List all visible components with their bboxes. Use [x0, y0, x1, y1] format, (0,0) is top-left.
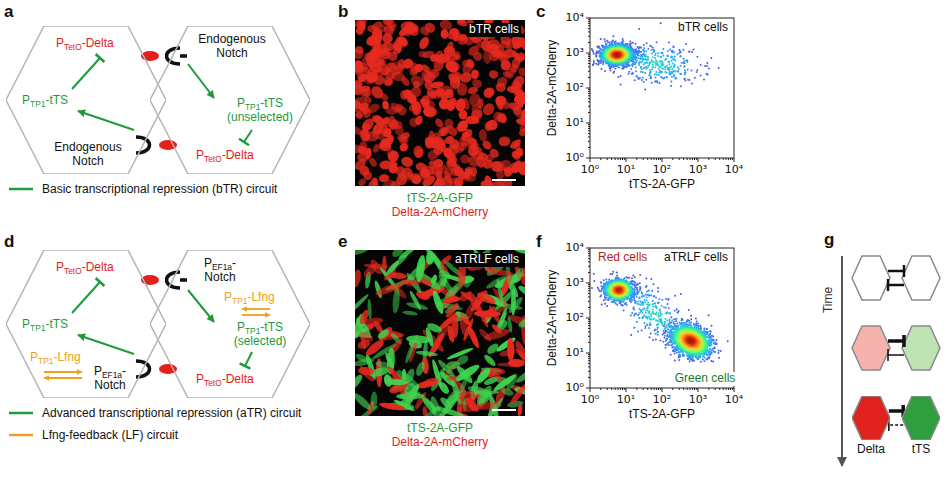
- figure: PTetO-DeltaPTP1-tTSEndogenous NotchEndog…: [0, 0, 946, 480]
